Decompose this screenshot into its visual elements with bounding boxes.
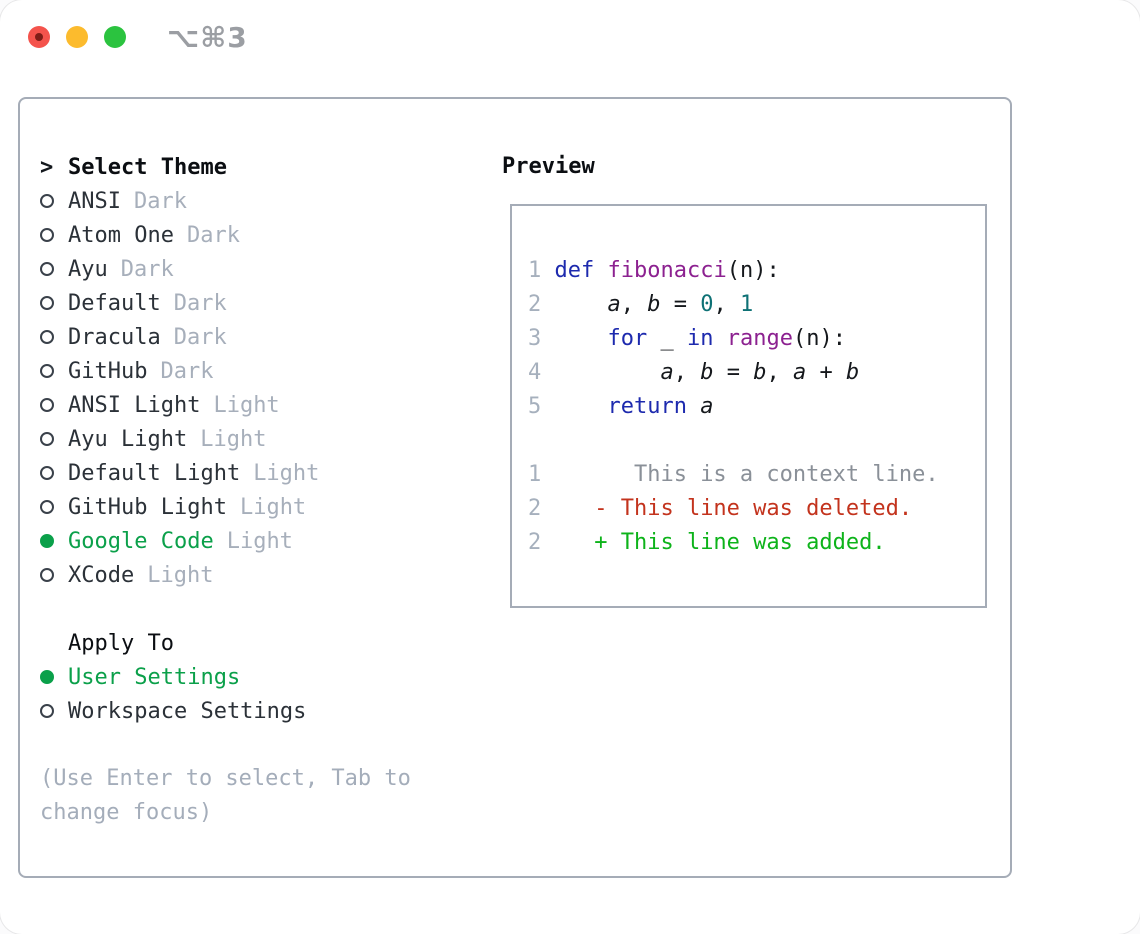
list-title: Select Theme xyxy=(68,154,227,180)
radio-unselected-icon xyxy=(40,262,54,276)
blank-line xyxy=(528,424,985,458)
keyboard-shortcut-label: ⌥⌘3 xyxy=(167,21,248,54)
help-text-line-1: (Use Enter to select, Tab to xyxy=(40,766,411,791)
apply-to-title: Apply To xyxy=(68,630,174,656)
radio-unselected-icon xyxy=(40,432,54,446)
spacer xyxy=(40,728,411,762)
spacer xyxy=(40,592,411,626)
radio-unselected-icon xyxy=(40,466,54,480)
radio-unselected-icon xyxy=(40,228,54,242)
preview-title: Preview xyxy=(502,154,595,179)
radio-selected-icon xyxy=(40,534,54,548)
apply-option-user-settings[interactable]: User Settings xyxy=(40,660,411,694)
code-line: 5 return a xyxy=(528,394,714,419)
apply-option-workspace-settings[interactable]: Workspace Settings xyxy=(40,694,411,728)
radio-unselected-icon xyxy=(40,500,54,514)
zoom-button[interactable] xyxy=(104,26,126,48)
window-titlebar: ⌥⌘3 xyxy=(0,0,1140,75)
diff-context-line: 1 This is a context line. xyxy=(528,462,939,487)
close-button[interactable] xyxy=(28,26,50,48)
focus-caret-icon: > xyxy=(40,154,54,180)
minimize-button[interactable] xyxy=(66,26,88,48)
radio-unselected-icon xyxy=(40,398,54,412)
radio-unselected-icon xyxy=(40,296,54,310)
diff-deleted-line: 2 - This line was deleted. xyxy=(528,496,913,521)
code-line: 2 a, b = 0, 1 xyxy=(528,292,754,317)
radio-unselected-icon xyxy=(40,194,54,208)
radio-selected-icon xyxy=(40,670,54,684)
theme-list-header: > Select Theme xyxy=(40,150,411,184)
radio-unselected-icon xyxy=(40,330,54,344)
code-line: 3 for _ in range(n): xyxy=(528,326,846,351)
code-line: 1 def fibonacci(n): xyxy=(528,258,780,283)
radio-unselected-icon xyxy=(40,568,54,582)
radio-unselected-icon xyxy=(40,704,54,718)
preview-pane: 1 def fibonacci(n): 2 a, b = 0, 1 3 for … xyxy=(510,204,987,608)
diff-added-line: 2 + This line was added. xyxy=(528,530,886,555)
help-text-line-2: change focus) xyxy=(40,800,213,825)
code-line: 4 a, b = b, a + b xyxy=(528,360,860,385)
radio-unselected-icon xyxy=(40,364,54,378)
